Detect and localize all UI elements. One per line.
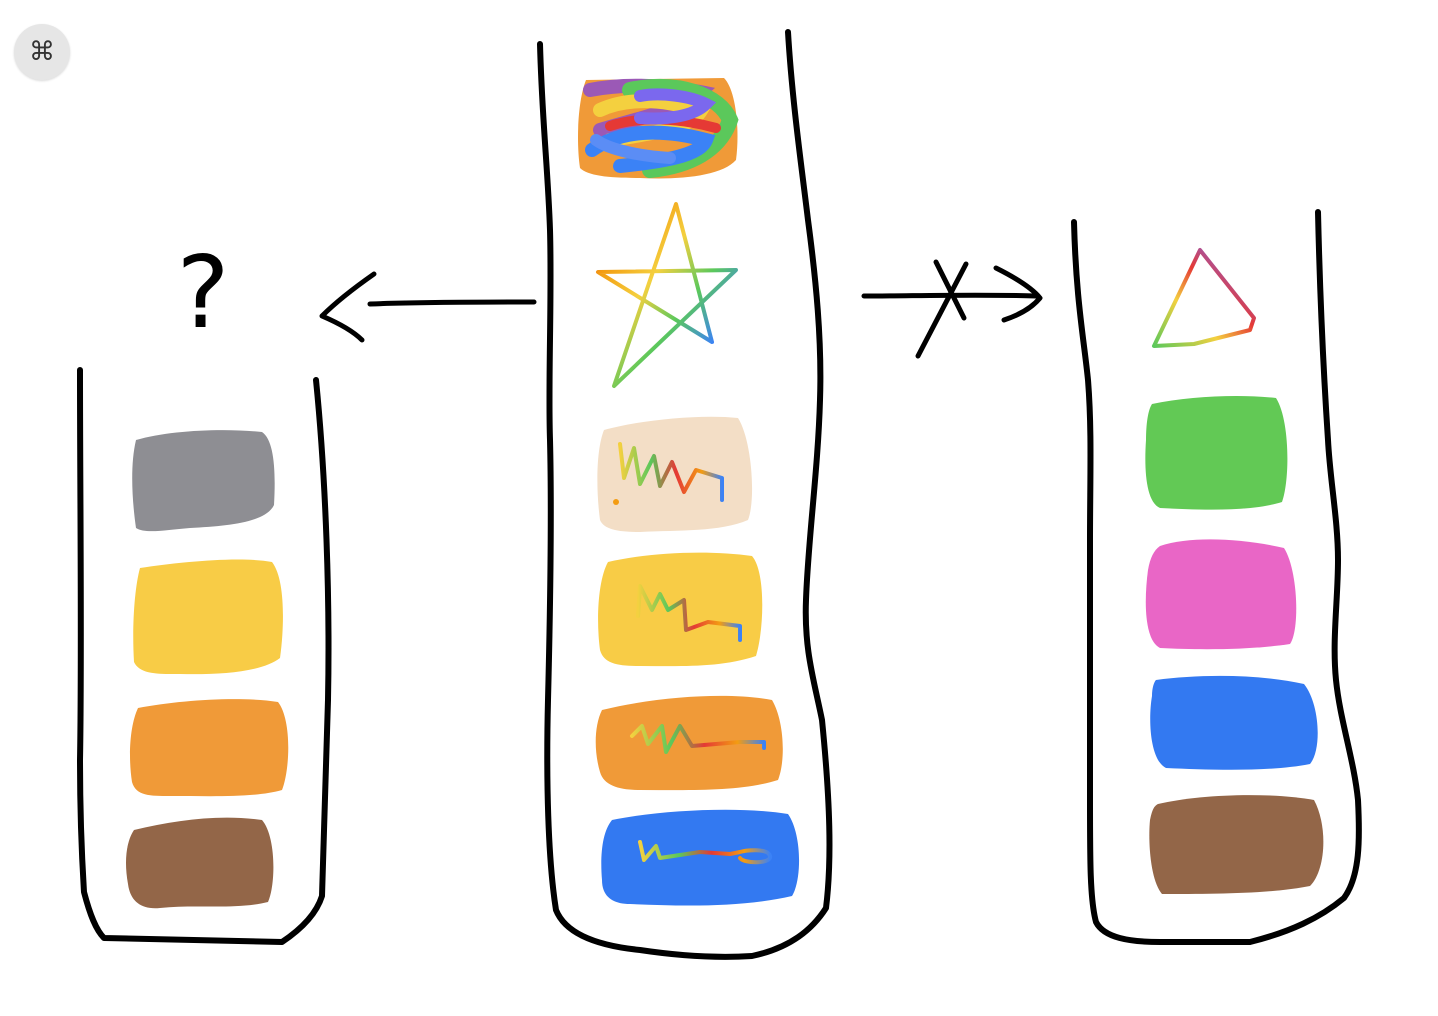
left-swatch-brown bbox=[126, 817, 274, 909]
middle-item-rainbow-scribble bbox=[578, 78, 739, 179]
right-item-rainbow-triangle bbox=[1152, 248, 1256, 348]
middle-item-orange-scribble bbox=[595, 695, 783, 791]
right-column bbox=[1071, 209, 1362, 945]
command-key-icon: ⌘ bbox=[29, 37, 55, 67]
question-mark: ? bbox=[176, 234, 230, 351]
middle-column-outline bbox=[537, 29, 833, 960]
crossed-arrow bbox=[861, 259, 1043, 359]
left-arrow bbox=[319, 271, 537, 343]
middle-item-rainbow-star bbox=[596, 202, 738, 388]
right-swatch-blue bbox=[1150, 675, 1318, 770]
command-menu-button[interactable]: ⌘ bbox=[14, 24, 70, 80]
left-swatch-yellow bbox=[133, 559, 283, 675]
middle-item-peach-scribble bbox=[597, 416, 753, 532]
left-column bbox=[77, 367, 332, 945]
left-swatch-gray bbox=[132, 430, 275, 532]
right-swatch-brown bbox=[1149, 795, 1324, 894]
middle-item-yellow-scribble bbox=[598, 552, 763, 667]
middle-column bbox=[537, 29, 833, 960]
right-swatch-pink bbox=[1145, 539, 1297, 650]
right-swatch-green bbox=[1145, 396, 1288, 510]
right-column-outline bbox=[1071, 209, 1362, 945]
left-swatch-orange bbox=[130, 699, 289, 797]
left-column-outline bbox=[77, 367, 332, 945]
middle-item-blue-scribble bbox=[601, 809, 800, 906]
